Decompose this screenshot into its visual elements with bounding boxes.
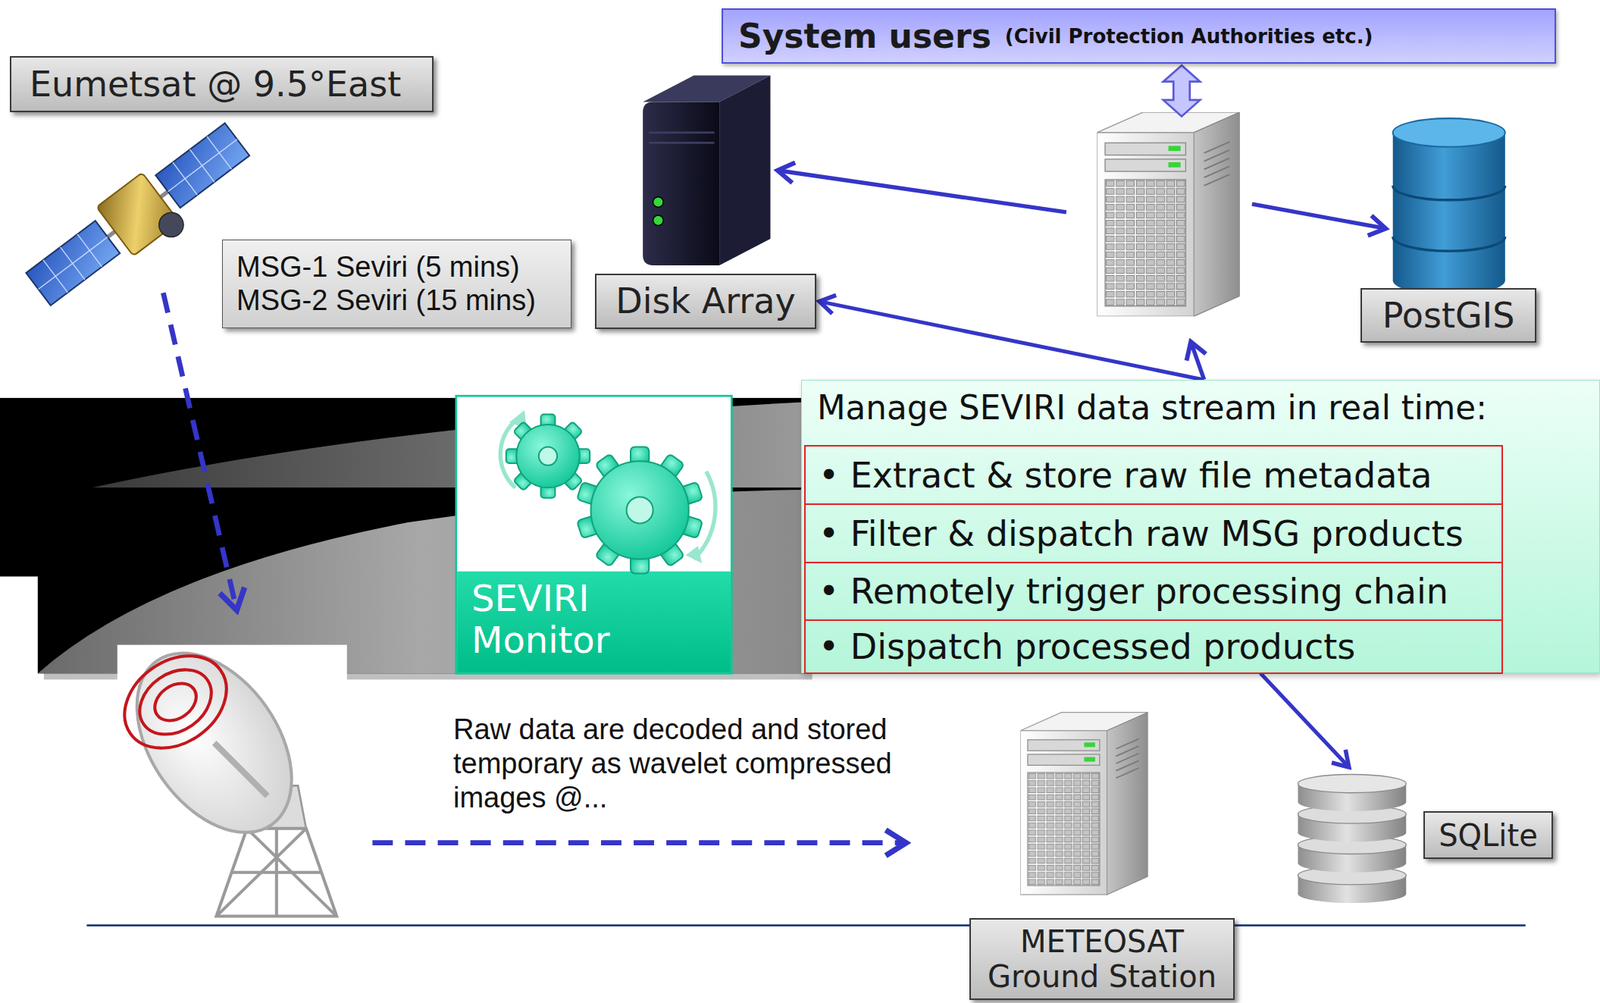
label-box: PostGIS	[1360, 288, 1537, 343]
node-text: • Remotely trigger processing chain	[818, 570, 1449, 612]
satellite-label: Eumetsat @ 9.5°East	[9, 56, 434, 113]
ground-line	[86, 923, 1525, 927]
users-banner: System users (Civil Protection Authoritie…	[721, 8, 1557, 64]
server-arrows	[1190, 341, 1205, 380]
sqlite-disks	[1297, 774, 1406, 793]
dish-antenna	[216, 828, 337, 917]
sqlite-disks	[1297, 884, 1406, 903]
node-text: • Filter & dispatch raw MSG products	[818, 513, 1464, 555]
task-box: • Remotely trigger processing chain	[804, 561, 1503, 621]
data-flow-arrow	[372, 842, 906, 843]
downlink-arrow	[162, 292, 237, 611]
node-text: • Extract & store raw file metadata	[818, 454, 1433, 496]
label-box: METEOSAT Ground Station	[969, 917, 1235, 1000]
monitor-tile: SEVIRI Monitor	[456, 395, 732, 674]
monitor-graphic	[576, 446, 703, 573]
dish-antenna	[106, 636, 245, 768]
node-text: • Dispatch processed products	[818, 626, 1356, 667]
task-box: • Dispatch processed products	[804, 619, 1503, 674]
node-text: SEVIRI Monitor	[471, 577, 707, 661]
monitor-graphic	[456, 395, 733, 674]
sqlite-node: SQLite	[1296, 770, 1554, 898]
disk-array-node: Disk Array	[594, 73, 817, 329]
sqlite-disks	[1297, 774, 1406, 904]
sqlite-disks	[1297, 854, 1406, 873]
postgis-cylinder	[1393, 132, 1506, 281]
dish-antenna	[127, 656, 224, 748]
postgis-cylinder	[1393, 236, 1506, 251]
node-text: System users	[738, 16, 992, 56]
monitor-graphic	[538, 446, 558, 465]
dish-antenna	[216, 828, 337, 917]
downlink-arrow	[162, 292, 237, 611]
postgis-cylinder	[1393, 185, 1506, 201]
node-text: SQLite	[1438, 817, 1538, 853]
monitor-graphic	[626, 496, 654, 523]
server-arrows	[777, 65, 1386, 380]
data-flow-arrow	[372, 839, 906, 846]
sqlite-disks	[1297, 823, 1406, 842]
ground-line	[86, 924, 1525, 926]
dish-antenna	[275, 828, 279, 917]
connector-arrow	[1260, 673, 1350, 768]
connector-arrow	[819, 301, 1204, 380]
node-text: MSG-1 Seviri (5 mins) MSG-2 Seviri (15 m…	[236, 250, 555, 317]
node-text: METEOSAT Ground Station	[976, 923, 1228, 994]
ground-server-icon	[1020, 712, 1148, 895]
ground-server-icon	[1020, 712, 1148, 895]
monitor-graphic	[457, 571, 731, 673]
dish-antenna	[106, 636, 245, 768]
satellite-icon	[155, 122, 250, 208]
satellite-icon	[153, 207, 188, 242]
satellite-icon	[38, 237, 108, 290]
dish-antenna	[214, 742, 268, 796]
postgis-node: PostGIS	[1360, 117, 1537, 343]
monitor-graphic	[516, 424, 580, 488]
disk-array-icon	[648, 141, 714, 145]
disk-array-icon	[642, 102, 720, 266]
satellite-icon	[168, 139, 238, 192]
server-arrows	[1163, 65, 1200, 116]
monitor-graphic	[456, 395, 733, 674]
monitor-graphic	[500, 418, 716, 560]
web-server-icon	[1096, 112, 1240, 317]
task-box: • Extract & store raw file metadata	[804, 444, 1503, 505]
task-box: • Filter & dispatch raw MSG products	[804, 503, 1503, 564]
server-arrows	[777, 170, 1067, 213]
disk-array-icon	[648, 131, 714, 135]
disk-array-icon	[642, 75, 771, 266]
monitor-graphic	[591, 460, 689, 559]
node-text: Disk Array	[615, 281, 796, 322]
node-text: PostGIS	[1382, 295, 1516, 336]
disk-array-icon	[653, 197, 664, 207]
satellite-icon	[25, 220, 120, 306]
instrument-box: MSG-1 Seviri (5 mins) MSG-2 Seviri (15 m…	[222, 239, 572, 329]
annotation-text: Raw data are decoded and stored temporar…	[453, 712, 939, 815]
ground-station-node: METEOSAT Ground Station	[969, 693, 1235, 1000]
label-box: Disk Array	[594, 273, 817, 329]
postgis-cylinder	[1393, 118, 1506, 148]
satellite-icon	[25, 122, 250, 306]
disk-array-icon	[653, 215, 664, 226]
callout-panel: Manage SEVIRI data stream in real time: •…	[801, 379, 1600, 674]
web-server-icon	[1096, 112, 1240, 317]
dish-antenna	[105, 624, 348, 924]
server-arrows	[1252, 203, 1386, 229]
sqlite-disks	[1297, 792, 1406, 811]
dish-antenna	[147, 675, 204, 728]
node-text: Eumetsat @ 9.5°East	[29, 63, 401, 105]
postgis-cylinder	[1393, 118, 1506, 295]
disk-array-icon	[719, 75, 771, 266]
node-text: (Civil Protection Authorities etc.)	[1005, 25, 1374, 48]
monitor-graphic	[506, 413, 590, 498]
panel-heading: Manage SEVIRI data stream in real time:	[801, 380, 1600, 428]
dish-antenna	[105, 624, 324, 862]
label-box: SQLite	[1423, 810, 1554, 859]
monitor-graphic	[685, 545, 703, 564]
